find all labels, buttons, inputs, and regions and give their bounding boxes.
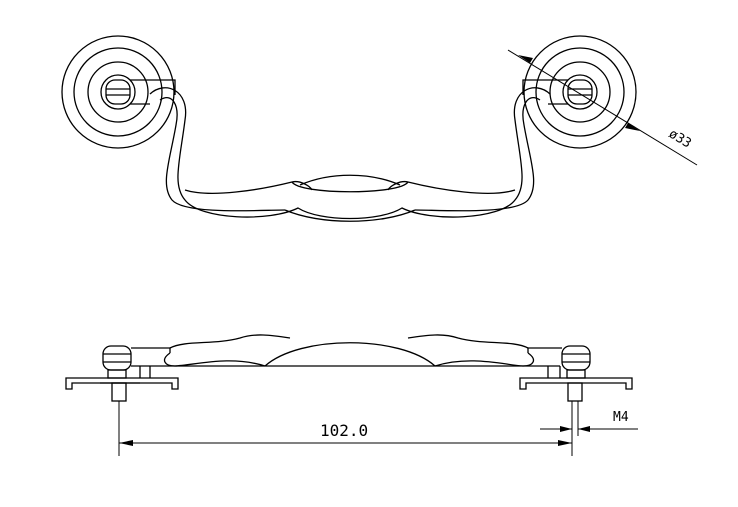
bail-handle <box>149 87 551 222</box>
left-base-plate <box>65 345 179 402</box>
handle-body <box>131 334 562 378</box>
left-rosette <box>61 35 176 149</box>
span-dimension: 102.0 <box>119 421 572 446</box>
top-view: ø33 <box>61 35 698 222</box>
side-view: 102.0 M4 <box>65 334 638 456</box>
diameter-dimension: ø33 <box>507 49 698 166</box>
thread-label: M4 <box>613 410 629 425</box>
right-base-plate <box>519 345 633 402</box>
thread-dimension: M4 <box>540 410 638 432</box>
span-label: 102.0 <box>320 421 368 440</box>
right-rosette <box>522 35 637 149</box>
diameter-label: ø33 <box>666 127 694 152</box>
